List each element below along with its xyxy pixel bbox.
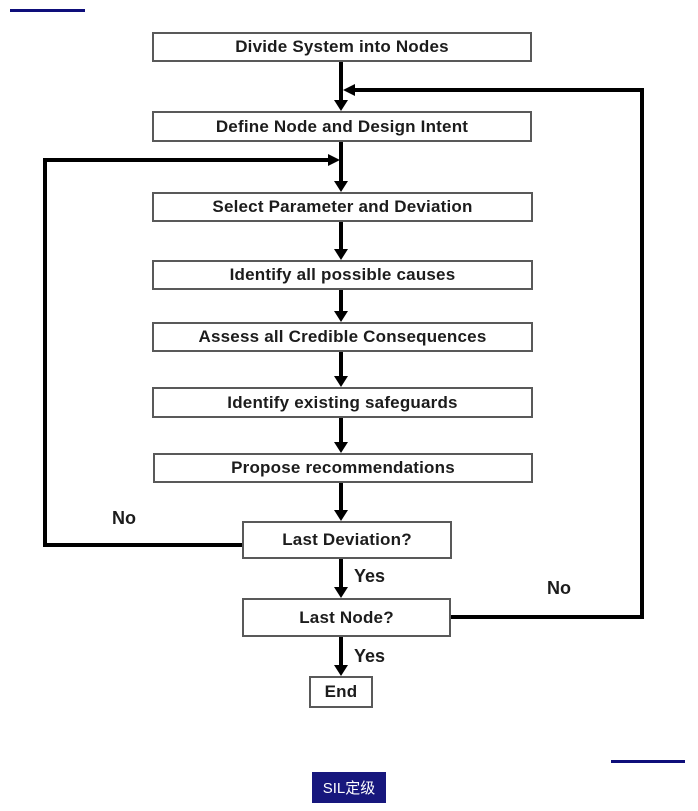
node-select-parameter: Select Parameter and Deviation	[152, 192, 533, 222]
node-divide-system: Divide System into Nodes	[152, 32, 532, 62]
node-end: End	[309, 676, 373, 708]
bottom-right-accent-line	[611, 760, 685, 763]
node-assess-consequences: Assess all Credible Consequences	[152, 322, 533, 352]
node-last-deviation: Last Deviation?	[242, 521, 452, 559]
edge-label-last-node-yes: Yes	[354, 646, 386, 666]
loop-left-arrowhead-icon	[328, 154, 340, 166]
node-define-node: Define Node and Design Intent	[152, 111, 532, 142]
node-identify-causes: Identify all possible causes	[152, 260, 533, 290]
top-left-accent-line	[10, 9, 85, 12]
edge-label-last-deviation-yes: Yes	[354, 566, 386, 586]
node-identify-safeguards: Identify existing safeguards	[152, 387, 533, 418]
node-propose-recommendations: Propose recommendations	[153, 453, 533, 483]
edge-label-last-deviation-no: No	[112, 508, 136, 528]
node-last-node: Last Node?	[242, 598, 451, 637]
sil-rating-badge[interactable]: SIL定级	[312, 772, 386, 803]
loop-right-arrowhead-icon	[343, 84, 355, 96]
edge-label-last-node-no: No	[547, 578, 571, 598]
